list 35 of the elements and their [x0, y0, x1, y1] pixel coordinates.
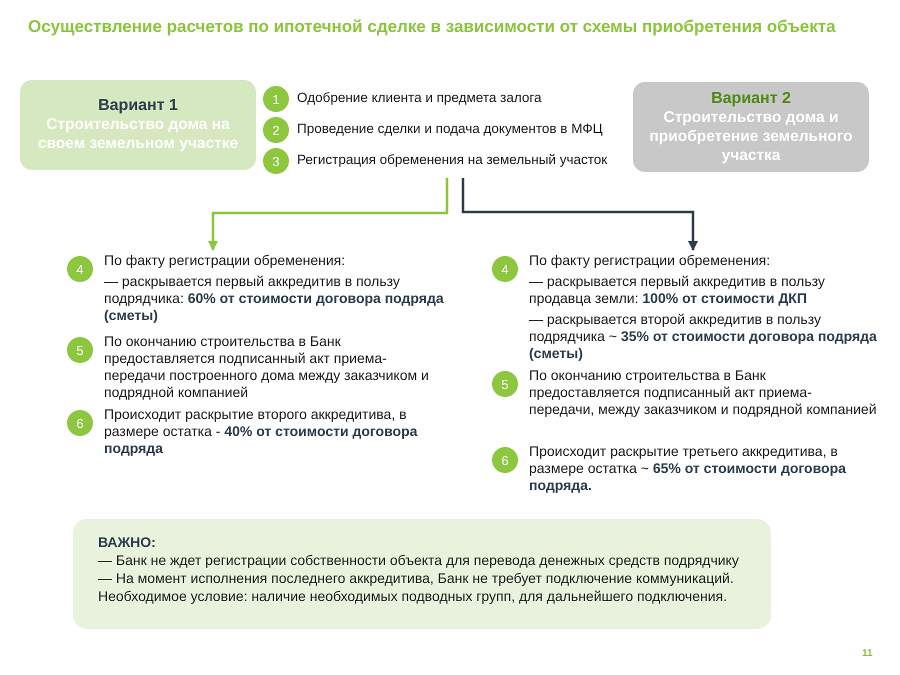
step-text: Происходит раскрытие третьего аккредитива, в размере остатка ~ 65% от стоимости договора подряда. — [529, 443, 847, 494]
step-text: Одобрение клиента и предмета залога — [297, 89, 542, 106]
note-text: Необходимое условие: наличие необходимых подводных групп, для дальнейшего подключения. — [98, 587, 728, 605]
step-number-circle: 5 — [67, 337, 93, 363]
slide-title: Осуществление расчетов по ипотечной сделке в зависимости от схемы приобретения объекта — [28, 17, 836, 37]
variant-heading: Вариант 2 — [711, 90, 791, 108]
step-text: Проведение сделки и подача документов в МФЦ — [297, 120, 603, 137]
step-number-circle: 1 — [263, 86, 289, 112]
step-text: По факту регистрации обременения: — [529, 252, 772, 269]
step-number-circle: 3 — [263, 148, 289, 174]
step-number-circle: 2 — [263, 117, 289, 143]
step-text: По факту регистрации обременения: — [104, 252, 346, 269]
note-text: — Банк не ждет регистрации собственности объекта для перевода денежных средств подрядчику — [98, 551, 740, 569]
step-text: По окончанию строительства в Банк предоставляется подписанный акт приема-передачи, между заказчиком и подрядной компанией — [529, 367, 877, 418]
variant-card — [633, 82, 869, 172]
step-text: — раскрывается первый аккредитив в пользу подрядчика: 60% от стоимости договора подряда (сметы) — [104, 273, 445, 324]
note-panel — [73, 519, 771, 629]
step-text: — раскрывается первый аккредитив в пользу продавца земли: 100% от стоимости ДКП — [529, 273, 826, 307]
connector-arrow — [462, 178, 698, 251]
variant-heading: Вариант 1 — [98, 97, 178, 115]
page-number: 11 — [862, 648, 873, 659]
variant-subtitle: Строительство дома на своем земельном участке — [36, 115, 240, 153]
step-text: Происходит раскрытие второго аккредитива, в размере остатка - 40% от стоимости договора подряда — [104, 406, 418, 457]
connector-arrow — [208, 178, 448, 251]
step-number-circle: 5 — [492, 371, 518, 397]
step-number-circle: 6 — [492, 447, 518, 473]
step-number-circle: 4 — [492, 256, 518, 282]
step-text: По окончанию строительства в Банк предоставляется подписанный акт приема-передачи построенного дома между заказчиком и подрядной компанией — [104, 333, 430, 401]
note-text: — На момент исполнения последнего аккредитива, Банк не требует подключение коммуникаций. — [98, 569, 735, 587]
step-text: Регистрация обременения на земельный участок — [297, 151, 608, 168]
note-heading: ВАЖНО: — [98, 533, 157, 551]
step-number-circle: 4 — [67, 256, 93, 282]
step-text: — раскрывается второй аккредитив в пользу подрядчика ~ 35% от стоимости договора подряда (сметы) — [529, 311, 877, 362]
step-number-circle: 6 — [67, 410, 93, 436]
variant-card — [20, 80, 256, 170]
